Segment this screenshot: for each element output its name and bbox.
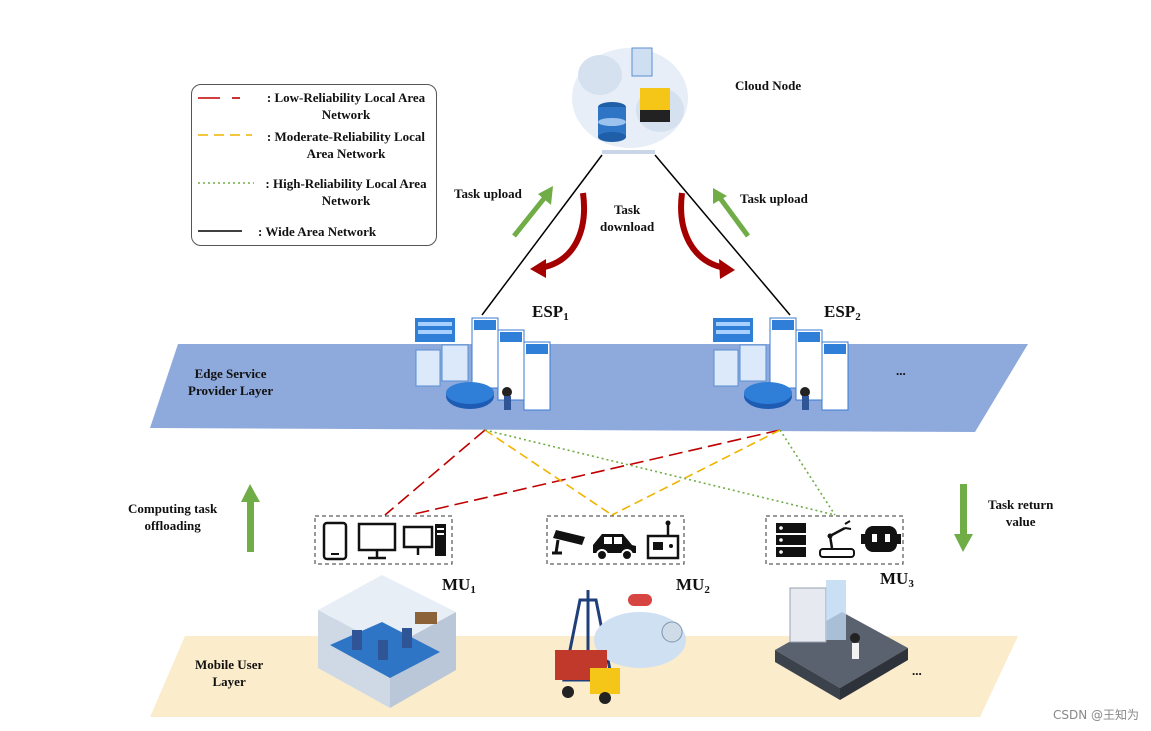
task-upload-arrow-left [512, 186, 553, 238]
legend-line-samples [198, 97, 254, 232]
esp2-server-icon [713, 317, 849, 411]
robot-face-icon [861, 526, 901, 552]
mu2-logistics-illustration [555, 590, 686, 704]
mu-ellipsis: ... [912, 663, 922, 678]
moderate-link-esp2-mu2 [611, 429, 781, 516]
task-upload-arrow-right [713, 188, 751, 238]
cloud-node-label: Cloud Node [735, 78, 802, 93]
watermark: CSDN @王知为 [1052, 708, 1139, 722]
task-return-arrow [954, 484, 973, 552]
legend-wan-label: : Wide Area Network [258, 224, 377, 239]
task-download-arrow-right [678, 192, 735, 279]
esp1-label: ESP1 [532, 302, 569, 323]
mu3-device-box [765, 515, 904, 565]
mu1-office-illustration [318, 575, 456, 708]
computing-offloading-label: Computing task offloading [128, 501, 218, 533]
edge-layer-plane [150, 344, 1028, 432]
mu3-factory-illustration [775, 580, 908, 700]
low-link-esp2-mu1 [409, 429, 781, 516]
esp1-server-icon [415, 317, 551, 411]
esp2-label: ESP2 [824, 302, 861, 323]
wan-line-esp2 [654, 154, 791, 316]
robotic-arm-icon [819, 520, 855, 558]
legend-moderate-reliability-label: : Moderate-Reliability Local Area Networ… [266, 129, 426, 161]
task-download-label: Task download [600, 202, 655, 234]
edge-layer-label: Edge Service Provider Layer [188, 366, 274, 398]
monitor-icon [357, 522, 397, 560]
moderate-link-esp1-mu2 [484, 429, 613, 516]
esp-ellipsis: ... [896, 363, 906, 378]
mu1-label: MU1 [442, 575, 476, 596]
task-download-arrow-left [530, 192, 587, 278]
computing-offloading-arrow [241, 484, 260, 552]
wan-line-esp1 [481, 154, 603, 316]
high-link-esp2-mu3 [779, 429, 836, 516]
high-link-esp1-mu3 [484, 429, 836, 516]
mu2-device-box [546, 515, 685, 565]
surveillance-camera-icon [552, 530, 585, 555]
legend-low-reliability-label: : Low-Reliability Local Area Network [266, 90, 426, 122]
radio-device-icon [646, 520, 680, 560]
legend-box: : Low-Reliability Local Area Network : M… [191, 84, 437, 246]
low-link-esp1-mu1 [384, 429, 486, 516]
task-upload-right-label: Task upload [740, 191, 808, 206]
mobile-layer-label: Mobile User Layer [195, 657, 264, 689]
car-icon [593, 534, 636, 561]
desktop-computer-icon [402, 524, 446, 556]
task-upload-left-label: Task upload [454, 186, 522, 201]
legend-high-reliability-label: : High-Reliability Local Area Network [265, 176, 427, 208]
task-return-label: Task return value [988, 497, 1054, 529]
mu1-device-box [314, 515, 453, 565]
cloud-node-icon [572, 47, 688, 154]
smartphone-icon [322, 521, 348, 561]
server-rack-icon [776, 523, 806, 557]
mu2-label: MU2 [676, 575, 710, 596]
mu3-label: MU3 [880, 569, 914, 590]
